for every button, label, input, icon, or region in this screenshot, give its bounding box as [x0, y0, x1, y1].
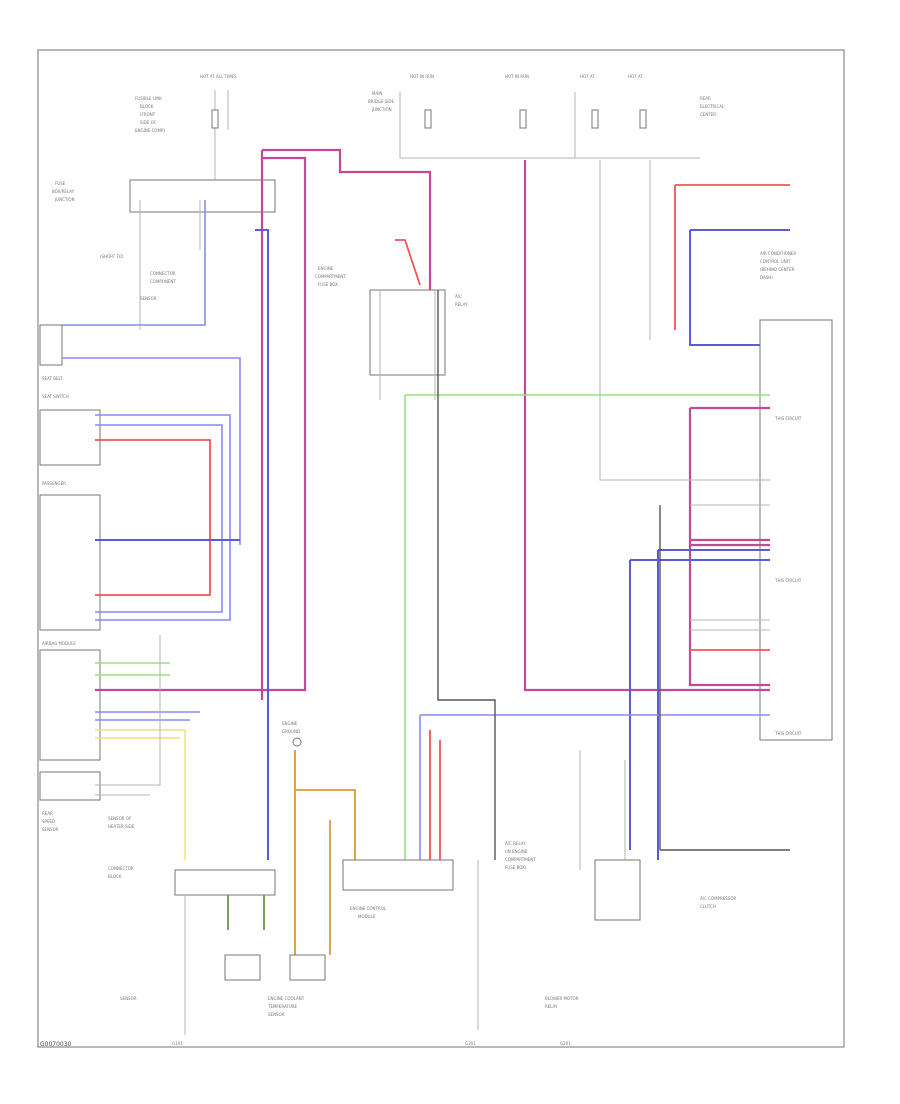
svg-text:BOX/RELAY: BOX/RELAY: [52, 189, 75, 194]
svg-text:SIDE OF: SIDE OF: [140, 120, 157, 125]
svg-text:G301: G301: [465, 1041, 476, 1046]
svg-text:SPEED: SPEED: [42, 819, 55, 824]
right-control-module: AIR CONDITIONER CONTROL UNIT (BEHIND CEN…: [759, 251, 833, 741]
svg-text:COMPONENT: COMPONENT: [150, 279, 176, 284]
relay-upper-left: FUSE BOX/RELAY JUNCTION (SHORT TO) CONNE…: [52, 179, 276, 330]
svg-text:AIR CONDITIONER: AIR CONDITIONER: [760, 251, 796, 256]
bottom-center-sensor: ENGINE GROUND ENGINE COOLANT TEMPERATURE…: [267, 721, 356, 1017]
footer-code: G0070030: [40, 1041, 72, 1048]
fuse-block-top-center: HOT IN RUN HOT IN RUN HOT AT HOT AT MAIN…: [368, 74, 725, 159]
blue-wires: [62, 200, 790, 860]
svg-text:MAIN: MAIN: [372, 91, 382, 96]
svg-text:HOT AT ALL TIMES: HOT AT ALL TIMES: [200, 74, 237, 79]
svg-text:A/C COMPRESSOR: A/C COMPRESSOR: [700, 896, 736, 901]
svg-text:FUSE BOX: FUSE BOX: [318, 282, 338, 287]
svg-text:A/C RELAY: A/C RELAY: [505, 841, 526, 846]
svg-text:CLUTCH: CLUTCH: [700, 904, 716, 909]
svg-text:BLOCK: BLOCK: [140, 104, 154, 109]
svg-text:HOT IN RUN: HOT IN RUN: [410, 74, 434, 79]
svg-text:THIS CIRCUIT: THIS CIRCUIT: [774, 578, 802, 583]
svg-text:RELAY: RELAY: [455, 302, 468, 307]
green-yellow-wires: [95, 394, 770, 860]
svg-text:BRIDGE SIDE: BRIDGE SIDE: [368, 99, 394, 104]
grounds: G101 G301 G201: [172, 860, 571, 1046]
svg-text:BLOCK: BLOCK: [108, 874, 122, 879]
diagram-frame: [37, 49, 845, 1048]
svg-text:CENTER: CENTER: [700, 112, 716, 117]
svg-text:ENGINE CONTROL: ENGINE CONTROL: [350, 906, 387, 911]
svg-text:REAR: REAR: [700, 96, 711, 101]
left-component-5: REAR SPEED SENSOR: [39, 771, 101, 832]
svg-text:BLOWER MOTOR: BLOWER MOTOR: [545, 996, 579, 1001]
center-module: ENGINE COMPARTMENT FUSE BOX A/C RELAY: [315, 266, 468, 400]
svg-text:THIS CIRCUIT: THIS CIRCUIT: [774, 731, 802, 736]
svg-text:RELAY: RELAY: [545, 1004, 558, 1009]
svg-text:ENGINE COMP): ENGINE COMP): [135, 128, 165, 133]
left-component-3: PASSENGER: [39, 481, 101, 631]
svg-text:(SHORT TO): (SHORT TO): [100, 254, 124, 259]
svg-text:ELECTRICAL: ELECTRICAL: [700, 104, 725, 109]
svg-text:MODULE: MODULE: [358, 914, 376, 919]
left-component-2: SEAT SWITCH: [39, 394, 101, 466]
svg-text:HEATER SIDE: HEATER SIDE: [108, 824, 135, 829]
black-gray-wires: [95, 160, 790, 870]
svg-text:ENGINE COOLANT: ENGINE COOLANT: [268, 996, 305, 1001]
svg-text:SEAT BELT: SEAT BELT: [42, 376, 63, 381]
svg-text:SENSOR: SENSOR: [120, 996, 137, 1001]
left-component-4: AIRBAG MODULE: [39, 641, 101, 761]
svg-text:HOT AT: HOT AT: [580, 74, 595, 79]
svg-text:G201: G201: [560, 1041, 571, 1046]
svg-text:SENSOR: SENSOR: [140, 296, 157, 301]
svg-text:FUSE: FUSE: [55, 181, 66, 186]
svg-text:JUNCTION: JUNCTION: [371, 107, 392, 112]
svg-text:CONNECTOR: CONNECTOR: [108, 866, 134, 871]
svg-text:GROUND: GROUND: [282, 729, 300, 734]
svg-text:REAR: REAR: [42, 811, 53, 816]
svg-text:G101: G101: [172, 1041, 183, 1046]
svg-text:SENSOR: SENSOR: [268, 1012, 285, 1017]
svg-text:PASSENGER: PASSENGER: [42, 481, 66, 486]
svg-text:SENSOR: SENSOR: [42, 827, 59, 832]
pink-wires: [95, 148, 770, 700]
svg-text:HOT AT: HOT AT: [628, 74, 643, 79]
svg-text:DASH): DASH): [760, 275, 773, 280]
svg-text:CONTROL UNIT: CONTROL UNIT: [760, 259, 791, 264]
svg-text:ENGINE: ENGINE: [282, 721, 298, 726]
svg-text:TEMPERATURE: TEMPERATURE: [267, 1004, 298, 1009]
svg-text:COMPARTMENT: COMPARTMENT: [315, 274, 346, 279]
svg-text:SENSOR OF: SENSOR OF: [108, 816, 132, 821]
bottom-left-module: SENSOR OF HEATER SIDE CONNECTOR BLOCK SE…: [108, 816, 276, 1035]
svg-text:(BEHIND CENTER: (BEHIND CENTER: [760, 267, 795, 272]
svg-text:JUNCTION: JUNCTION: [54, 197, 75, 202]
svg-text:CONNECTOR: CONNECTOR: [150, 271, 176, 276]
fuse-block-left: HOT AT ALL TIMES FUSIBLE LINK BLOCK (FRO…: [135, 74, 237, 185]
svg-text:HOT IN RUN: HOT IN RUN: [505, 74, 529, 79]
svg-text:FUSIBLE LINK: FUSIBLE LINK: [135, 96, 162, 101]
svg-text:(IN ENGINE: (IN ENGINE: [505, 849, 528, 854]
svg-text:ENGINE: ENGINE: [318, 266, 334, 271]
left-component-1: SEAT BELT: [39, 324, 63, 381]
svg-text:THIS CIRCUIT: THIS CIRCUIT: [774, 416, 802, 421]
svg-text:(FRONT: (FRONT: [140, 112, 156, 117]
svg-text:COMPARTMENT: COMPARTMENT: [505, 857, 536, 862]
svg-text:AIRBAG MODULE: AIRBAG MODULE: [42, 641, 76, 646]
svg-text:SEAT SWITCH: SEAT SWITCH: [42, 394, 69, 399]
red-wires: [95, 184, 790, 860]
bottom-center-module: ENGINE CONTROL MODULE: [342, 859, 454, 919]
svg-text:A/C: A/C: [455, 294, 462, 299]
bottom-right-relay: A/C RELAY (IN ENGINE COMPARTMENT FUSE BO…: [505, 841, 736, 1009]
svg-text:FUSE BOX): FUSE BOX): [505, 865, 527, 870]
